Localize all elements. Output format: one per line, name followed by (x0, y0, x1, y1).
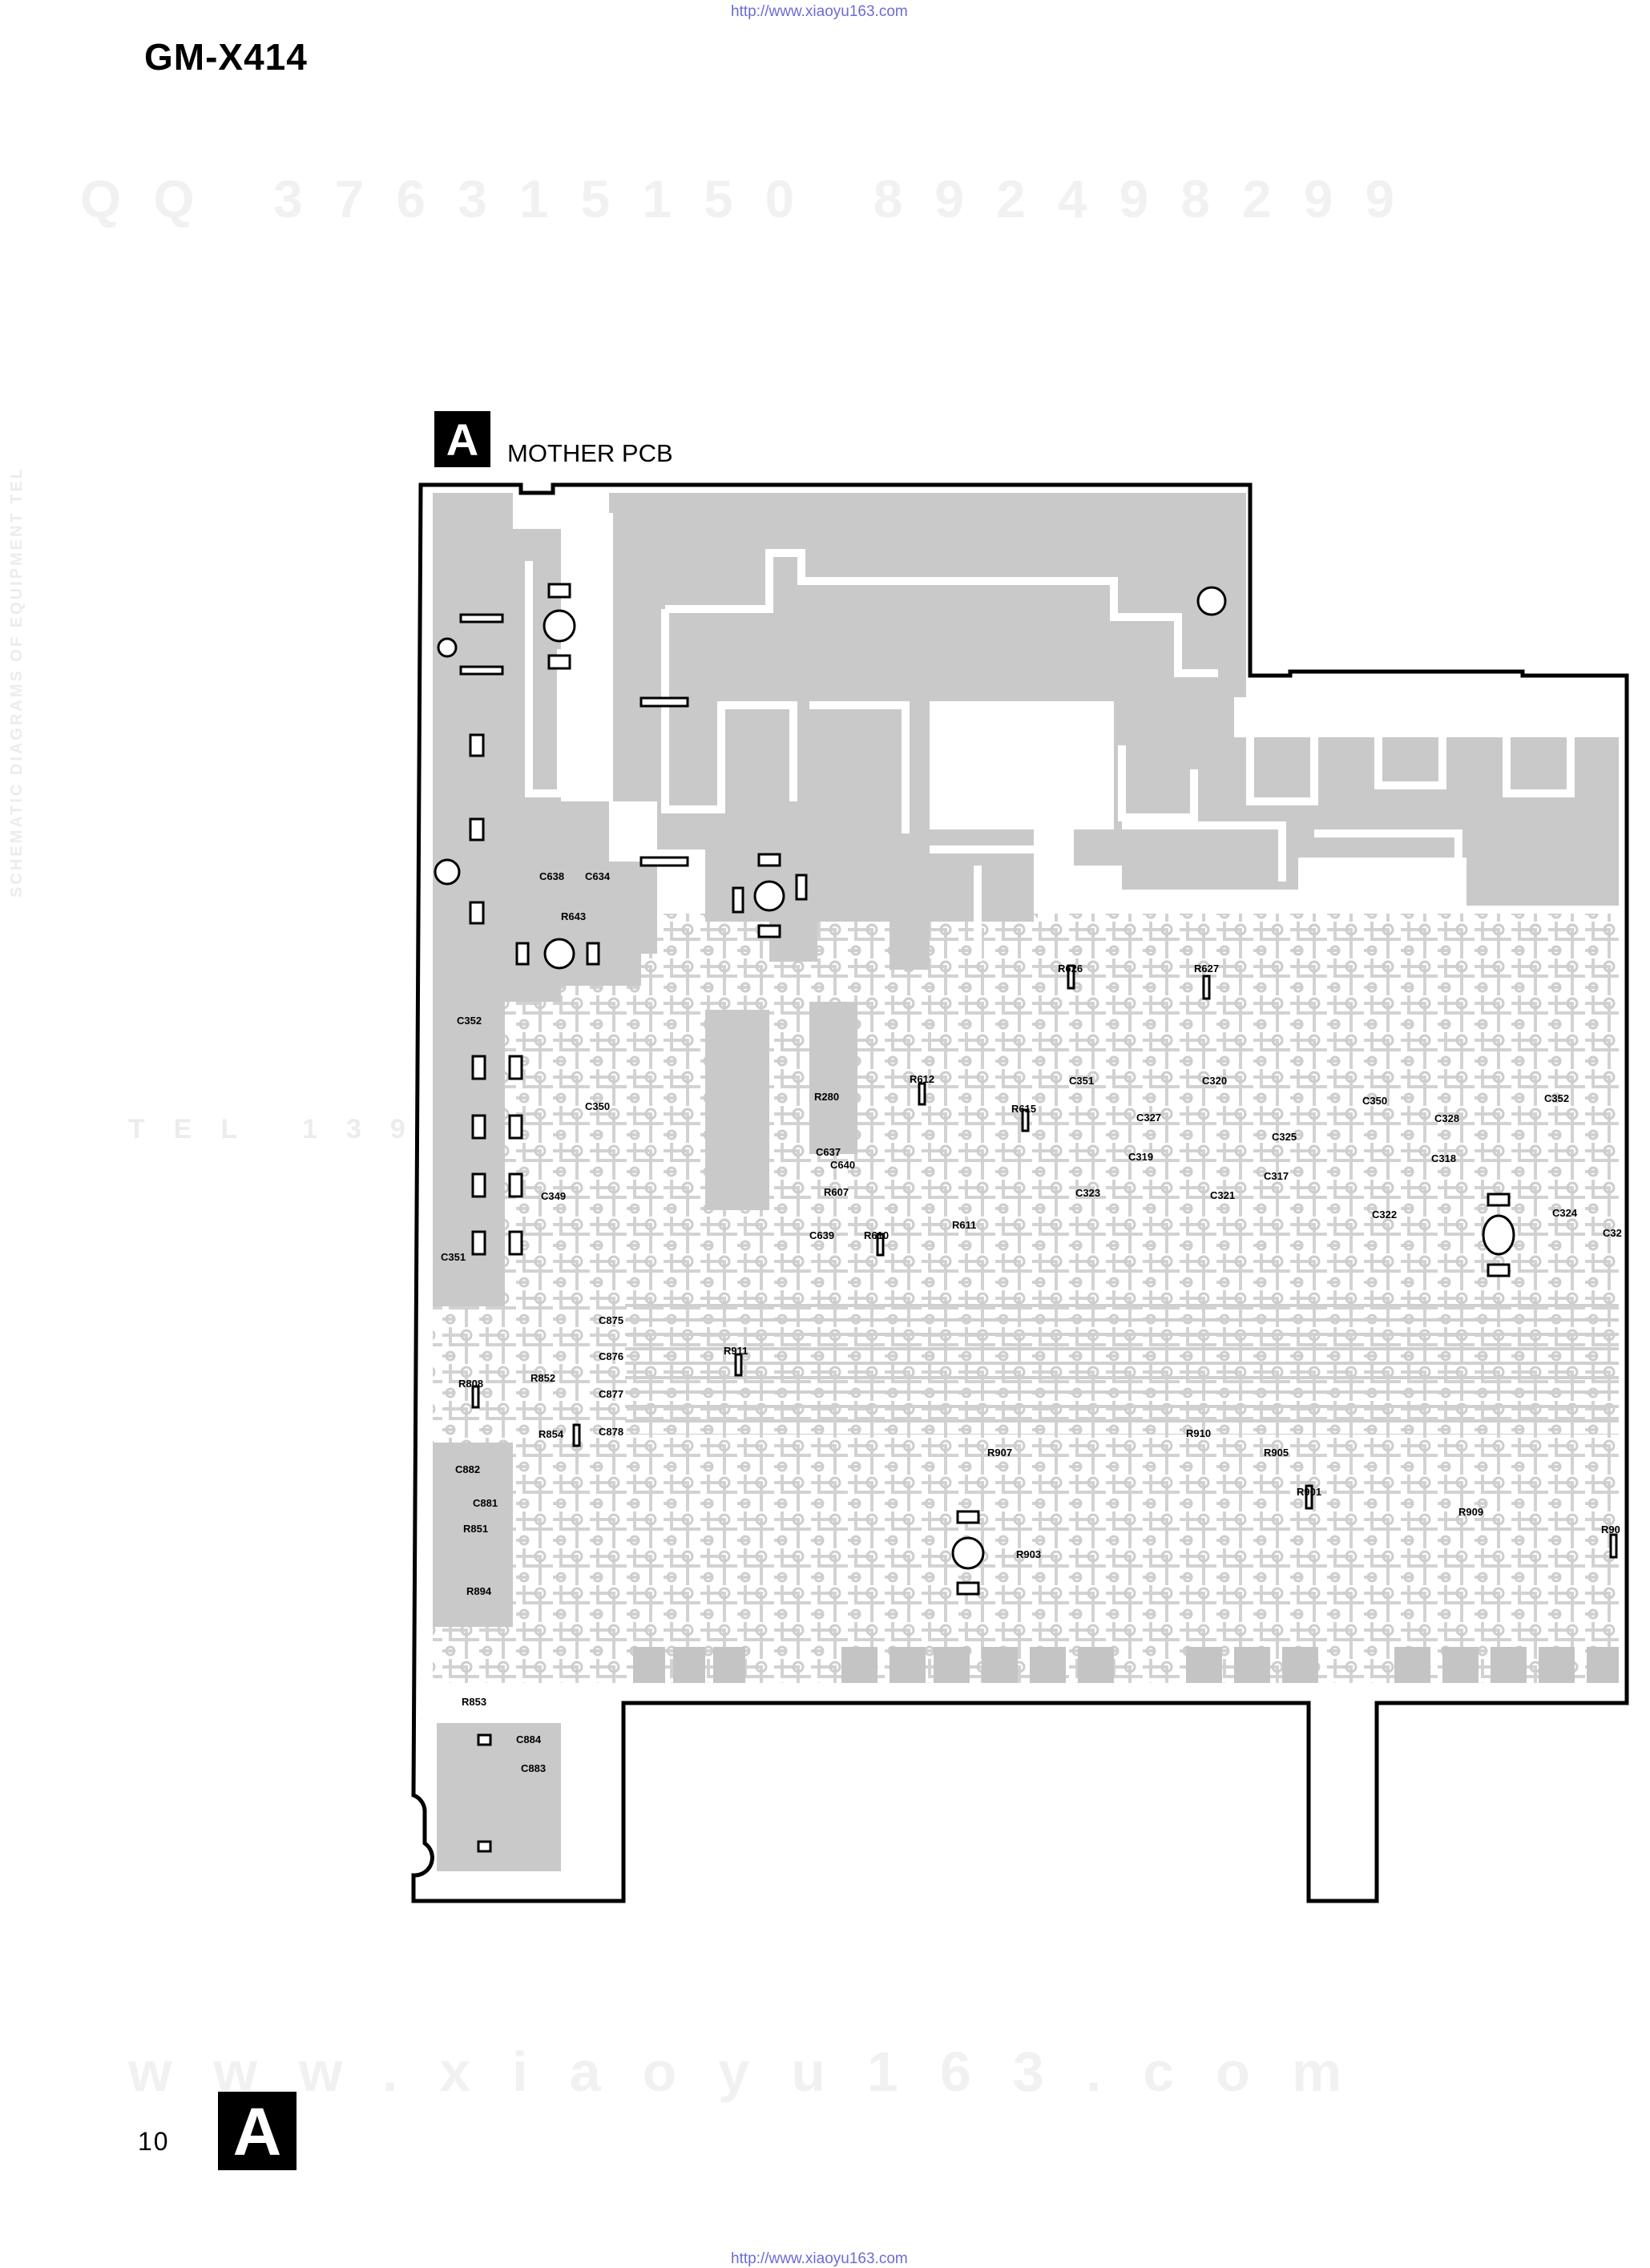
label-r607: R607 (824, 1186, 849, 1198)
reference-labels: C638 C634 R643 C352 C350 C349 C351 R808 … (441, 870, 1622, 1774)
label-c317: C317 (1264, 1170, 1289, 1182)
label-r612: R612 (910, 1073, 934, 1085)
label-c324: C324 (1552, 1207, 1578, 1219)
label-c878: C878 (599, 1426, 623, 1438)
footer-letter-box: A (218, 2092, 297, 2170)
watermark-web: www.xiaoyu163.com (128, 2040, 1384, 2103)
watermark-qq: QQ 376315150 892498299 (80, 169, 1427, 228)
edge-pads (633, 1647, 1619, 1683)
label-r910: R910 (1186, 1427, 1211, 1439)
label-r610: R610 (864, 1229, 889, 1241)
section-title: MOTHER PCB (507, 439, 673, 467)
label-r894: R894 (466, 1585, 492, 1597)
label-c350a: C350 (585, 1100, 610, 1112)
label-c320: C320 (1202, 1075, 1227, 1087)
label-r905: R905 (1264, 1447, 1289, 1459)
bottom-url[interactable]: http://www.xiaoyu163.com (731, 2250, 908, 2267)
board-window (930, 701, 1114, 829)
label-r854: R854 (539, 1428, 564, 1440)
label-c328: C328 (1434, 1112, 1459, 1124)
label-r853: R853 (462, 1696, 486, 1708)
section-letter-box: A (434, 411, 490, 467)
model-number: GM-X414 (144, 36, 308, 78)
label-r280: R280 (814, 1091, 839, 1103)
label-r627: R627 (1194, 962, 1219, 975)
label-r90: R90 (1601, 1523, 1620, 1536)
label-c884: C884 (516, 1733, 542, 1745)
isolation-gaps (525, 513, 1575, 962)
label-r901: R901 (1297, 1486, 1321, 1498)
label-r907: R907 (987, 1447, 1012, 1459)
label-r643: R643 (561, 910, 586, 922)
label-r911: R911 (724, 1345, 748, 1357)
trace-area (433, 914, 1619, 1683)
label-c32: C32 (1603, 1227, 1622, 1239)
label-r615: R615 (1011, 1103, 1036, 1115)
label-c634: C634 (585, 870, 611, 882)
label-c352a: C352 (457, 1015, 482, 1027)
label-r852: R852 (531, 1372, 555, 1384)
component-symbols (434, 583, 1618, 1853)
label-c640: C640 (830, 1159, 855, 1171)
label-c350b: C350 (1362, 1095, 1387, 1107)
label-c322: C322 (1372, 1209, 1397, 1221)
label-r611: R611 (952, 1219, 976, 1231)
label-r903: R903 (1016, 1548, 1041, 1560)
label-c319: C319 (1128, 1151, 1153, 1163)
label-c349: C349 (541, 1190, 566, 1202)
label-c877: C877 (599, 1388, 623, 1400)
label-c327: C327 (1136, 1112, 1161, 1124)
label-c638: C638 (539, 870, 564, 882)
label-c318: C318 (1431, 1152, 1456, 1164)
label-r851: R851 (463, 1523, 488, 1535)
label-c351a: C351 (441, 1251, 466, 1263)
label-c352b: C352 (1544, 1092, 1569, 1104)
label-c875: C875 (599, 1314, 623, 1326)
label-r909: R909 (1458, 1506, 1483, 1518)
label-c881: C881 (473, 1497, 498, 1509)
label-c882: C882 (455, 1463, 480, 1475)
label-c321: C321 (1210, 1189, 1235, 1201)
label-c883: C883 (521, 1762, 546, 1774)
label-c637: C637 (816, 1146, 841, 1158)
top-url[interactable]: http://www.xiaoyu163.com (731, 3, 908, 20)
label-r808: R808 (458, 1378, 483, 1390)
label-r626: R626 (1058, 962, 1083, 975)
label-c876: C876 (599, 1350, 623, 1362)
label-c325: C325 (1272, 1131, 1297, 1143)
label-c323: C323 (1075, 1187, 1100, 1199)
label-c351b: C351 (1069, 1075, 1094, 1087)
label-c639: C639 (809, 1229, 834, 1241)
page-number: 10 (138, 2127, 170, 2156)
